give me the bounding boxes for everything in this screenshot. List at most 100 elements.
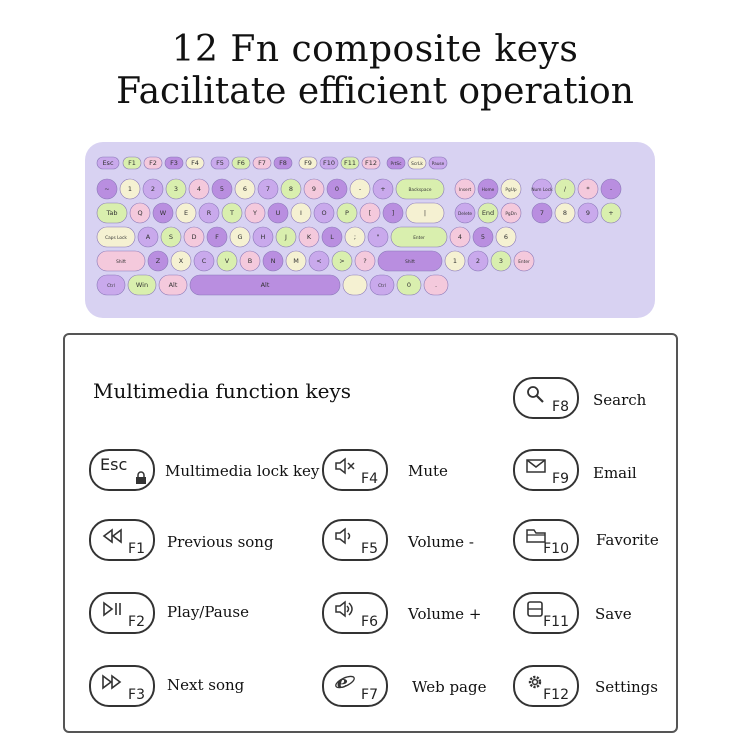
key-label: Y: [252, 209, 257, 217]
key-label: F1: [128, 159, 136, 167]
key-label: PrtSc: [390, 161, 402, 167]
key: [280, 178, 302, 200]
key: [216, 250, 238, 272]
key: [239, 250, 261, 272]
key: [252, 226, 274, 248]
page-title: 12 Fn composite keys: [171, 29, 579, 70]
f4-key-label: F4: [361, 471, 378, 487]
key-label: H: [261, 233, 266, 241]
key: [342, 274, 368, 296]
folder-icon: [526, 529, 546, 543]
key-label: 8: [289, 185, 293, 193]
key: [234, 178, 256, 200]
key-label: Z: [156, 257, 161, 265]
key-label: 3: [174, 185, 178, 193]
key: [143, 156, 163, 170]
f6-description: Volume +: [408, 605, 482, 623]
f9-key: F9: [513, 449, 579, 491]
f11-key: F11: [513, 592, 579, 634]
key-label: 9: [312, 185, 316, 193]
browser-icon: e: [335, 673, 355, 691]
key: [165, 178, 187, 200]
key-label: E: [184, 209, 188, 217]
key: [382, 202, 404, 224]
mute-icon: [335, 457, 355, 475]
key-label: X: [179, 257, 184, 265]
key-label: S: [169, 233, 173, 241]
key: [490, 250, 512, 272]
key: [321, 226, 343, 248]
key-label: L: [330, 233, 334, 241]
key-label: <: [316, 257, 321, 265]
key: [600, 202, 622, 224]
key-label: F: [215, 233, 219, 241]
key-label: G: [237, 233, 242, 241]
f5-key: F5: [322, 519, 388, 561]
key-label: Tab: [105, 209, 117, 217]
key-label: 1: [128, 185, 132, 193]
key: [477, 178, 499, 200]
key-label: 0: [407, 281, 411, 289]
key-label: /: [564, 185, 567, 193]
key: [211, 178, 233, 200]
key: [231, 156, 251, 170]
f8-description: Search: [593, 391, 647, 409]
f3-key-label: F3: [128, 687, 145, 703]
key: [303, 178, 325, 200]
key: [96, 156, 120, 170]
key: [298, 156, 318, 170]
f8-key-label: F8: [552, 399, 569, 415]
key-label: 4: [197, 185, 201, 193]
key-label: J: [284, 233, 287, 241]
key-label: *: [586, 185, 590, 193]
key: [170, 250, 192, 272]
f4-description: Mute: [408, 462, 448, 480]
key-label: V: [225, 257, 230, 265]
key-label: +: [608, 209, 613, 217]
volume-down-icon: [335, 527, 351, 545]
key-label: Shift: [405, 259, 415, 265]
key: [193, 250, 215, 272]
key-label: 4: [458, 233, 462, 241]
f11-description: Save: [595, 605, 632, 623]
key: [336, 202, 358, 224]
key-label: Q: [137, 209, 142, 217]
volume-up-icon: [335, 600, 353, 618]
key-label: Insert: [459, 187, 472, 193]
key: [577, 178, 599, 200]
key-label: +: [380, 185, 385, 193]
key: [390, 226, 448, 248]
key: [290, 202, 312, 224]
f6-key: F6: [322, 592, 388, 634]
key-label: ~: [104, 185, 109, 193]
key: [405, 202, 445, 224]
f5-description: Volume -: [408, 533, 474, 551]
key: [449, 226, 471, 248]
key-label: A: [146, 233, 151, 241]
f2-key: F2: [89, 592, 155, 634]
key-label: |: [424, 209, 426, 217]
key: [96, 274, 126, 296]
key: [454, 178, 476, 200]
f10-key: F10: [513, 519, 579, 561]
key: [600, 178, 622, 200]
key: [147, 250, 169, 272]
f10-key-label: F10: [543, 541, 569, 557]
key-label: 2: [476, 257, 480, 265]
key: [477, 202, 499, 224]
key: [531, 202, 553, 224]
previous-icon: [102, 528, 122, 544]
key: [244, 202, 266, 224]
f3-key: F3: [89, 665, 155, 707]
key: [188, 178, 210, 200]
key: [428, 156, 448, 170]
key-label: T: [229, 209, 234, 217]
key: [319, 156, 339, 170]
save-icon: [527, 601, 543, 617]
key-label: Enter: [413, 235, 425, 241]
key: [369, 274, 395, 296]
email-icon: [526, 459, 546, 473]
key: [96, 226, 136, 248]
f10-description: Favorite: [596, 531, 659, 549]
key-label: Num Lock: [531, 187, 553, 193]
